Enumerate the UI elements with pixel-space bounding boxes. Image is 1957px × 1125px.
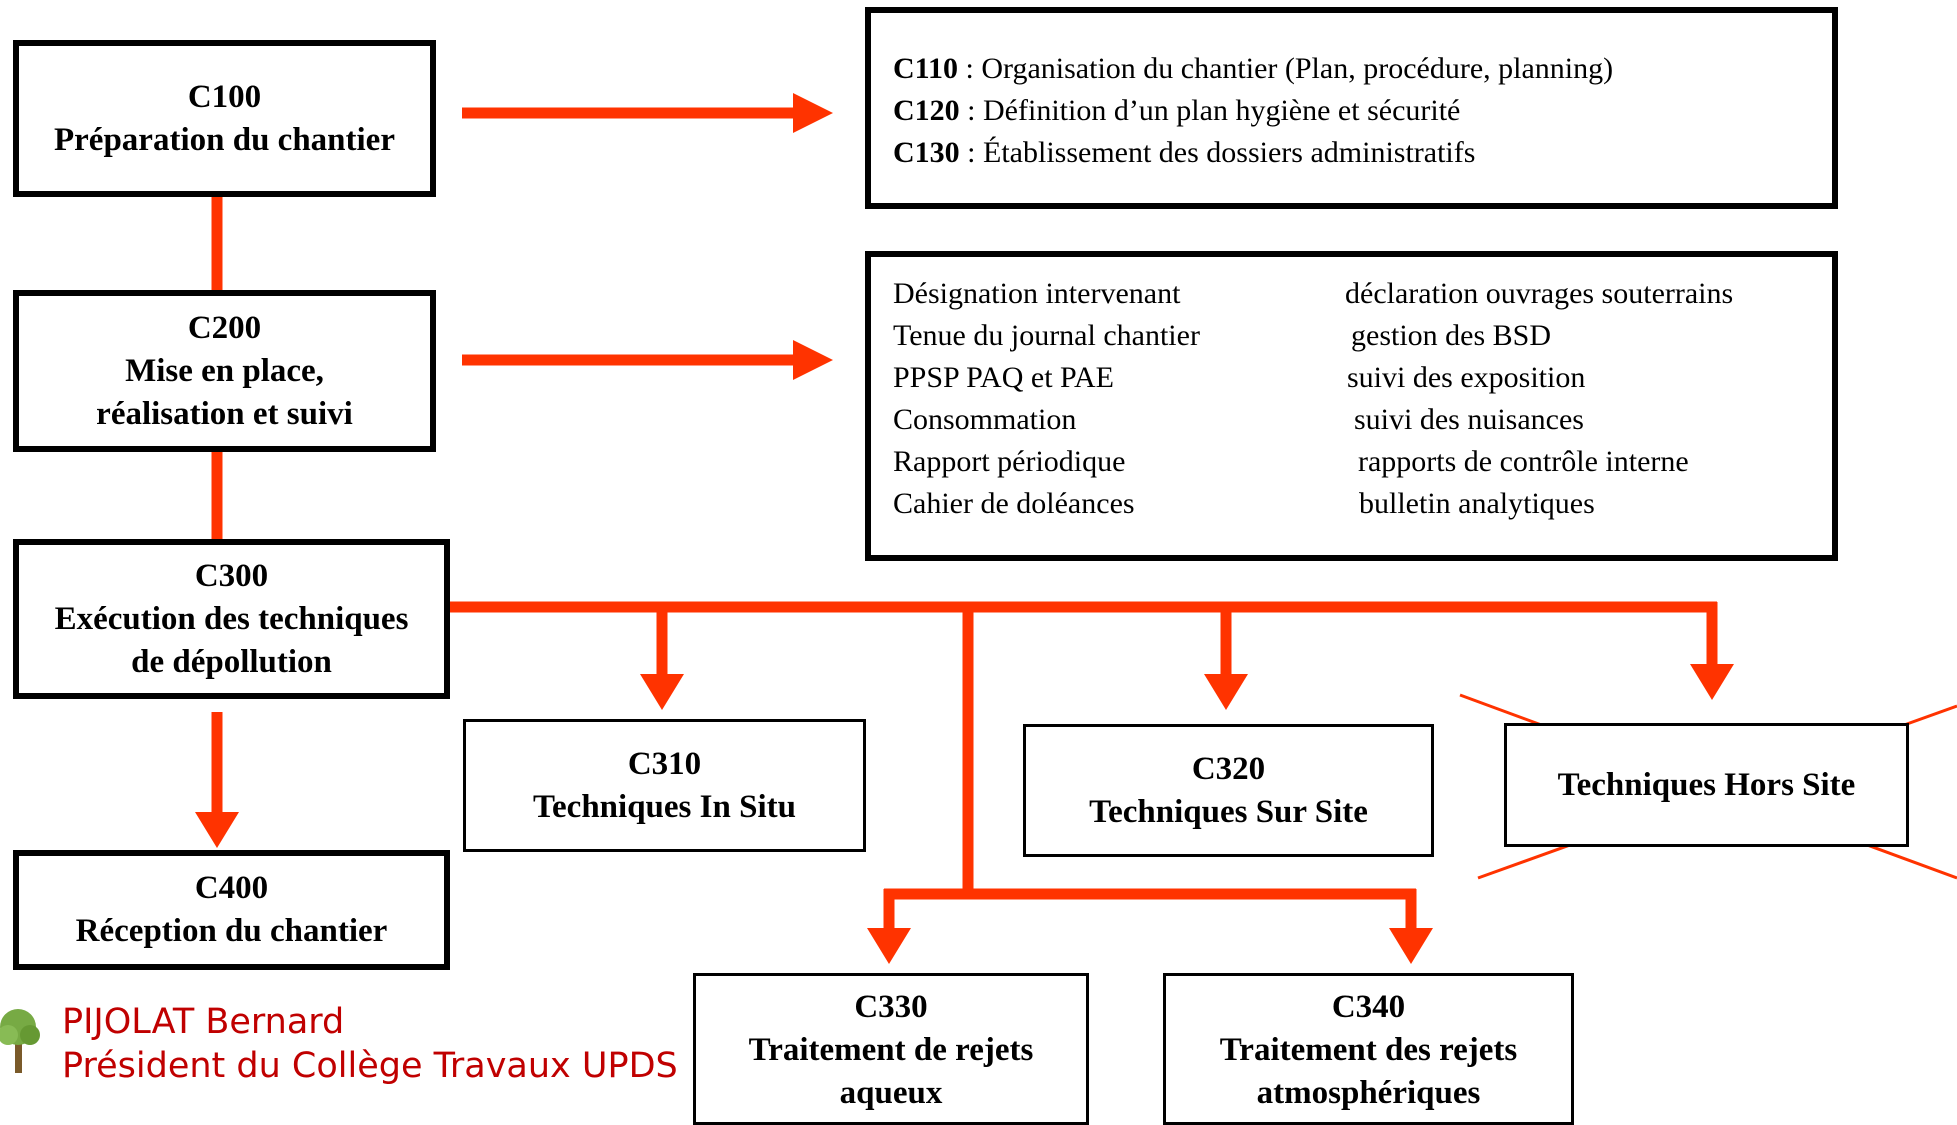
node-c330: C330 Traitement de rejets aqueux — [693, 973, 1089, 1125]
arrow-c200-details — [793, 340, 833, 380]
c200-detail-left-item: Tenue du journal chantier — [893, 319, 1200, 352]
c100-detail-c110: C110 : Organisation du chantier (Plan, p… — [893, 48, 1613, 90]
c200-detail-right-item: suivi des exposition — [1347, 361, 1586, 394]
c200-detail-right-item: déclaration ouvrages souterrains — [1345, 277, 1734, 310]
c100-detail-c130: C130 : Établissement des dossiers admini… — [893, 132, 1475, 174]
arrow-c330 — [867, 928, 911, 964]
node-c200-title-line2: réalisation et suivi — [96, 395, 353, 432]
c200-detail-left-item: Rapport périodique — [893, 445, 1126, 478]
node-c340-code: C340 — [1331, 989, 1406, 1025]
c200-detail-box: Désignation intervenant Tenue du journal… — [865, 251, 1838, 561]
node-c300: C300 Exécution des techniques de dépollu… — [13, 539, 450, 699]
c200-detail-right-item: gestion des BSD — [1351, 319, 1552, 352]
node-offsite: Techniques Hors Site — [1504, 723, 1909, 847]
node-c310-code: C310 — [627, 745, 702, 782]
credit-role: Président du Collège Travaux UPDS — [62, 1046, 678, 1086]
node-c300-title-line2: de dépollution — [131, 643, 332, 680]
arrow-c300-c400 — [195, 812, 239, 848]
node-c400: C400 Réception du chantier — [13, 850, 450, 970]
arrow-offsite — [1690, 664, 1734, 700]
c200-detail-left-item: Désignation intervenant — [893, 277, 1181, 310]
node-c330-title-line2: aqueux — [839, 1075, 943, 1111]
c200-detail-right-item: suivi des nuisances — [1354, 403, 1584, 436]
c100-detail-box: C110 : Organisation du chantier (Plan, p… — [865, 7, 1838, 209]
c120-text: : Définition d’un plan hygiène et sécuri… — [959, 94, 1461, 127]
credit: PIJOLAT Bernard Président du Collège Tra… — [62, 1000, 678, 1088]
c200-detail-left-item: Consommation — [893, 403, 1077, 436]
node-c100-title: Préparation du chantier — [54, 121, 395, 158]
c200-detail-left-item: PPSP PAQ et PAE — [893, 361, 1114, 394]
node-c400-code: C400 — [194, 870, 269, 906]
node-c300-code: C300 — [194, 557, 269, 594]
c100-detail-c120: C120 : Définition d’un plan hygiène et s… — [893, 90, 1460, 132]
node-c310: C310 Techniques In Situ — [463, 719, 866, 852]
arrow-c100-details — [793, 93, 833, 133]
arrow-c310 — [640, 674, 684, 710]
node-offsite-title: Techniques Hors Site — [1557, 766, 1856, 803]
node-c100-code: C100 — [187, 78, 262, 115]
c130-code: C130 — [893, 136, 960, 169]
node-c320-title: Techniques Sur Site — [1089, 793, 1368, 830]
node-c340: C340 Traitement des rejets atmosphérique… — [1163, 973, 1574, 1125]
c110-code: C110 — [893, 52, 959, 85]
node-c310-title: Techniques In Situ — [533, 788, 796, 825]
node-c320-code: C320 — [1191, 750, 1266, 787]
node-c200: C200 Mise en place, réalisation et suivi — [13, 290, 436, 452]
node-c320: C320 Techniques Sur Site — [1023, 724, 1434, 857]
node-c100: C100 Préparation du chantier — [13, 40, 436, 197]
credit-name: PIJOLAT Bernard — [62, 1002, 345, 1042]
arrow-c320 — [1204, 674, 1248, 710]
c200-detail-right-item: rapports de contrôle interne — [1358, 445, 1689, 478]
tree-icon — [0, 1005, 44, 1080]
c200-detail-left-item: Cahier de doléances — [893, 487, 1135, 520]
connector-lines — [195, 93, 1734, 964]
c120-code: C120 — [893, 94, 960, 127]
node-c200-code: C200 — [187, 309, 262, 346]
c200-detail-right-item: bulletin analytiques — [1359, 487, 1595, 520]
c110-text: : Organisation du chantier (Plan, procéd… — [958, 52, 1614, 85]
node-c200-title-line1: Mise en place, — [125, 352, 324, 389]
node-c330-code: C330 — [854, 989, 928, 1025]
node-c340-title-line2: atmosphériques — [1256, 1075, 1481, 1111]
node-c330-title-line1: Traitement de rejets — [748, 1032, 1034, 1068]
node-c340-title-line1: Traitement des rejets — [1219, 1032, 1518, 1068]
c130-text: : Établissement des dossiers administrat… — [959, 136, 1476, 169]
arrow-c340 — [1389, 928, 1433, 964]
node-c300-title-line1: Exécution des techniques — [54, 600, 409, 637]
node-c400-title: Réception du chantier — [75, 913, 388, 949]
